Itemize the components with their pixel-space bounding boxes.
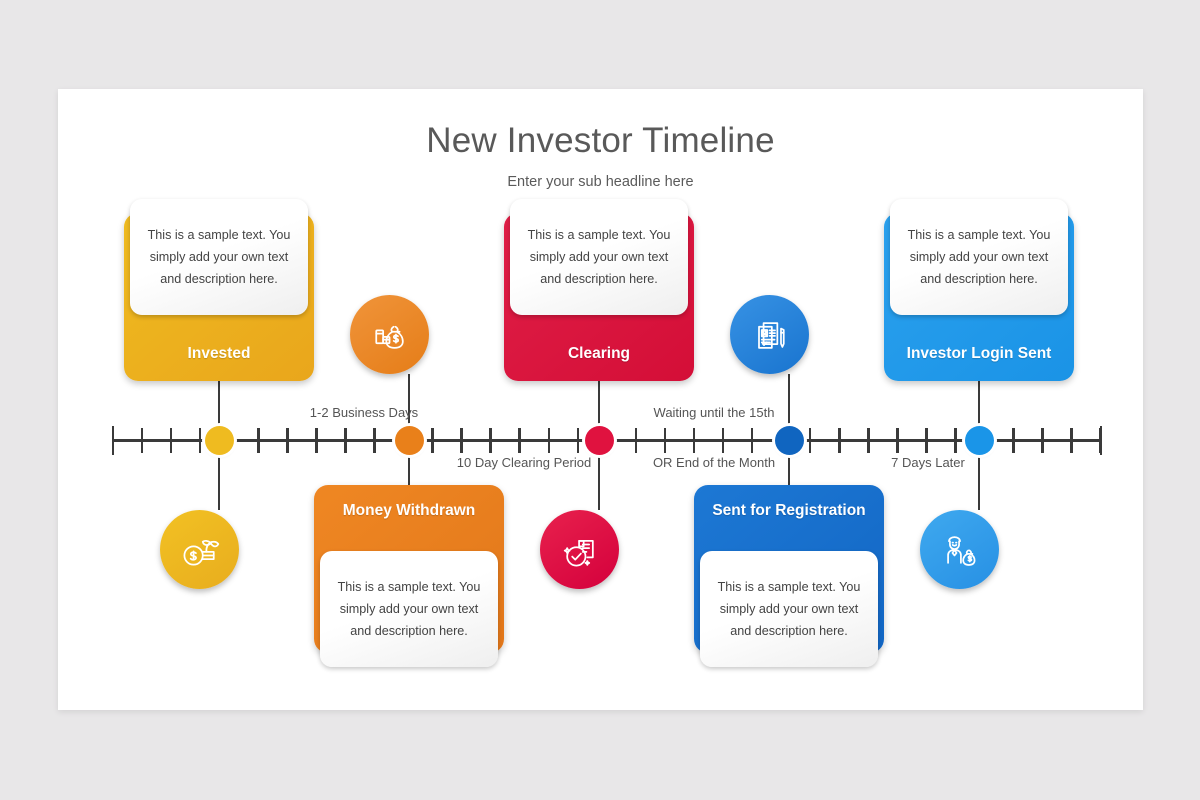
card-invested-text: This is a sample text. You simply add yo… — [147, 228, 291, 286]
card-sent-for-registration-text: This is a sample text. You simply add yo… — [717, 580, 861, 638]
axis-tick — [721, 428, 725, 453]
page-title: New Investor Timeline — [426, 121, 775, 160]
card-investor-login-sent-body: This is a sample text. You simply add yo… — [890, 199, 1068, 315]
axis-tick — [286, 428, 289, 453]
investor-money-bag-icon[interactable] — [920, 510, 999, 589]
card-invested-body: This is a sample text. You simply add yo… — [130, 199, 308, 315]
axis-tick — [373, 428, 376, 453]
axis-tick — [431, 428, 434, 453]
axis-tick — [925, 428, 928, 453]
card-investor-login-sent-text: This is a sample text. You simply add yo… — [907, 228, 1051, 286]
timeline-connector — [217, 439, 221, 510]
axis-tick — [692, 428, 696, 453]
timeline-axis-group: 1-2 Business Days 10 Day Clearing Period W… — [58, 89, 1143, 710]
card-clearing-body: This is a sample text. You simply add yo… — [510, 199, 688, 315]
card-investor-login-sent[interactable]: This is a sample text. You simply add yo… — [884, 199, 1074, 381]
axis-tick — [1012, 428, 1015, 453]
axis-tick — [198, 428, 202, 453]
card-clearing[interactable]: This is a sample text. You simply add yo… — [504, 199, 694, 381]
axis-tick — [750, 428, 754, 453]
timeline-connector — [407, 439, 411, 485]
timeline-connector — [407, 374, 411, 439]
axis-tick — [867, 428, 870, 453]
registration-documents-pen-icon[interactable] — [730, 295, 809, 374]
timeline-connector — [977, 381, 981, 439]
axis-tick — [954, 428, 957, 453]
timeline-connector — [977, 439, 981, 510]
document-check-icon[interactable] — [540, 510, 619, 589]
card-money-withdrawn-text: This is a sample text. You simply add yo… — [337, 580, 481, 638]
card-money-withdrawn[interactable]: Money Withdrawn This is a sample text. Y… — [314, 485, 504, 667]
coins-plant-growth-icon[interactable] — [160, 510, 239, 589]
card-sent-for-registration-body: This is a sample text. You simply add yo… — [700, 551, 878, 667]
axis-tick — [257, 428, 260, 453]
interval-label: Waiting until the 15th — [653, 405, 775, 420]
axis-tick — [344, 428, 347, 453]
axis-tick — [169, 428, 173, 453]
card-clearing-text: This is a sample text. You simply add yo… — [527, 228, 671, 286]
axis-tick — [315, 428, 318, 453]
card-investor-login-sent-label: Investor Login Sent — [906, 345, 1052, 362]
axis-tick — [838, 428, 841, 453]
card-money-withdrawn-label: Money Withdrawn — [342, 502, 476, 519]
interval-label: 10 Day Clearing Period — [456, 455, 592, 470]
axis-tick — [140, 428, 144, 453]
timeline-connector — [787, 439, 791, 485]
dot-money-withdrawn[interactable] — [394, 426, 424, 455]
axis-tick — [518, 428, 521, 453]
card-money-withdrawn-body: This is a sample text. You simply add yo… — [320, 551, 498, 667]
interval-label: 7 Days Later — [891, 455, 965, 470]
interval-label: OR End of the Month — [652, 455, 776, 470]
card-sent-for-registration-label: Sent for Registration — [712, 502, 866, 519]
axis-tick — [634, 428, 638, 453]
timeline-connector — [597, 439, 601, 510]
axis-tick — [460, 428, 463, 453]
axis-endcap — [1099, 426, 1103, 455]
money-bag-coins-icon[interactable] — [350, 295, 429, 374]
dot-sent-for-registration[interactable] — [774, 426, 804, 455]
card-invested-label: Invested — [187, 345, 251, 362]
card-clearing-label: Clearing — [567, 345, 630, 362]
axis-tick — [808, 428, 812, 453]
axis-tick — [663, 428, 667, 453]
dot-clearing[interactable] — [584, 426, 614, 455]
page-subtitle: Enter your sub headline here — [507, 174, 694, 190]
slide-canvas: New Investor Timeline Enter your sub hea… — [58, 89, 1143, 710]
axis-tick — [1041, 428, 1044, 453]
timeline-connector — [787, 374, 791, 439]
axis-tick — [1070, 428, 1073, 453]
timeline-connector — [597, 381, 601, 439]
axis-tick — [547, 428, 550, 453]
card-sent-for-registration[interactable]: Sent for Registration This is a sample t… — [694, 485, 884, 667]
axis-tick — [489, 428, 492, 453]
timeline-connector — [217, 381, 221, 439]
card-invested[interactable]: This is a sample text. You simply add yo… — [124, 199, 314, 381]
dot-invested[interactable] — [204, 426, 234, 455]
axis-tick — [896, 428, 899, 453]
dot-investor-login-sent[interactable] — [964, 426, 994, 455]
axis-endcap — [111, 426, 115, 455]
axis-tick — [576, 428, 580, 453]
interval-label: 1-2 Business Days — [309, 405, 419, 420]
